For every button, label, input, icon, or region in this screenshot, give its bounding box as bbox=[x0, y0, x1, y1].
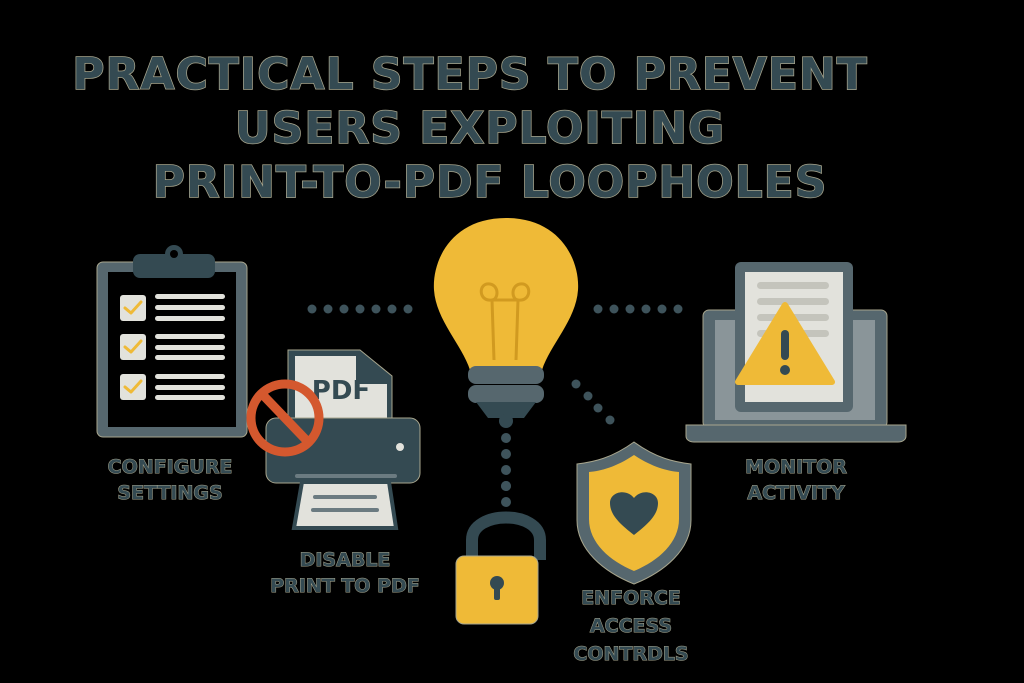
printer-pdf-blocked-icon: PDF bbox=[246, 349, 421, 530]
title-line-3: PRINT-TO-PDF LOOPHOLES bbox=[152, 156, 828, 209]
title-line-2: USERS EXPLOITING bbox=[234, 102, 726, 155]
label-line: MONITOR bbox=[745, 456, 848, 479]
label-enforce-access-controls: ENFORCE ACCESS CONTRDLS bbox=[556, 584, 706, 668]
laptop-warning-icon bbox=[685, 262, 907, 443]
title-line-1: PRACTICAL STEPS TO PREVENT bbox=[72, 48, 868, 101]
label-line: CONTRDLS bbox=[573, 643, 689, 666]
connector-left-dots bbox=[307, 304, 413, 314]
label-monitor-activity: MONITOR ACTIVITY bbox=[726, 454, 866, 506]
page-title: PRACTICAL STEPS TO PREVENT USERS EXPLOIT… bbox=[0, 48, 940, 210]
label-line: CONFIGURE bbox=[107, 456, 233, 479]
connector-down-dots bbox=[501, 433, 511, 507]
clipboard-checklist-icon bbox=[96, 245, 248, 438]
lightbulb-icon bbox=[433, 218, 579, 428]
label-line: ENFORCE bbox=[581, 587, 682, 610]
padlock-icon bbox=[455, 511, 546, 625]
shield-heart-icon bbox=[576, 441, 692, 585]
label-line: PRINT TO PDF bbox=[270, 575, 421, 598]
label-line: ACCESS bbox=[589, 615, 673, 638]
label-disable-print-to-pdf: DISABLE PRINT TO PDF bbox=[250, 547, 440, 599]
connector-diagonal-dots bbox=[571, 379, 615, 425]
label-line: DISABLE bbox=[299, 549, 391, 572]
label-configure-settings: CONFIGURE SETTINGS bbox=[86, 454, 254, 506]
blocked-icon bbox=[246, 379, 324, 457]
label-line: ACTIVITY bbox=[747, 482, 845, 505]
pdf-text: PDF bbox=[312, 376, 370, 406]
label-line: SETTINGS bbox=[117, 482, 223, 505]
connector-right-dots bbox=[593, 304, 683, 314]
